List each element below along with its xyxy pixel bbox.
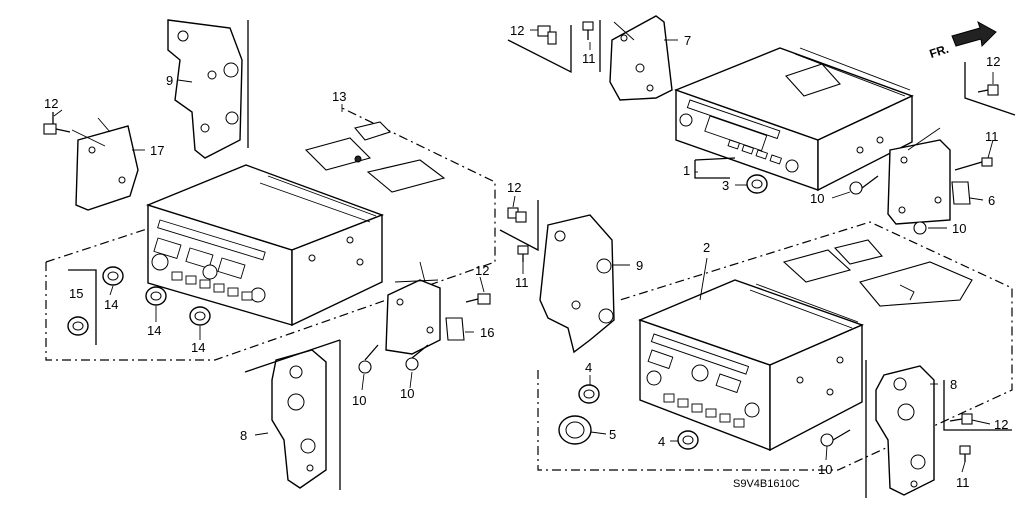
knob-14-a — [102, 266, 124, 286]
callout-14-b: 14 — [147, 323, 161, 338]
knob-5 — [558, 415, 592, 445]
screw-12-left-lower — [465, 293, 491, 305]
callout-4-a: 4 — [585, 360, 592, 375]
callout-9-left: 9 — [166, 73, 173, 88]
callout-9-right: 9 — [636, 258, 643, 273]
screw-12-mid — [499, 200, 539, 252]
drawing-code: S9V4B1610C — [733, 478, 800, 490]
knob-15 — [67, 269, 97, 345]
screw-11-right-bottom — [959, 445, 971, 462]
callout-10-left-b: 10 — [400, 386, 414, 401]
front-direction-arrow — [951, 20, 997, 48]
knob-14-c — [189, 306, 211, 326]
callout-10-left-a: 10 — [352, 393, 366, 408]
screw-10-right-b — [913, 221, 927, 235]
leader-lines — [53, 29, 994, 473]
fr-label: FR. — [928, 42, 951, 61]
callout-2: 2 — [703, 240, 710, 255]
screw-10-right-a — [849, 175, 879, 195]
screw-10-right-c — [820, 429, 851, 447]
callout-13: 13 — [332, 89, 346, 104]
callout-11-right-a: 11 — [985, 129, 999, 144]
bracket-8-left — [244, 339, 341, 490]
callout-11-right-bottom: 11 — [956, 475, 970, 490]
bracket-8-right — [865, 360, 1012, 498]
callout-10-right-c: 10 — [818, 462, 832, 477]
screw-11-mid — [517, 245, 529, 262]
top-border-lines — [507, 20, 601, 74]
callout-5: 5 — [609, 427, 616, 442]
radio-2-buttons — [663, 393, 745, 428]
callout-labels: 9 12 17 13 15 14 14 14 12 16 10 10 8 12 … — [44, 23, 1008, 490]
callout-14-a: 14 — [104, 297, 118, 312]
callout-11-mid: 11 — [515, 275, 529, 290]
callout-1: 1 — [683, 163, 690, 178]
knob-3 — [746, 174, 768, 194]
callout-12-mid: 12 — [507, 180, 521, 195]
callout-8-right: 8 — [950, 377, 957, 392]
callout-4-b: 4 — [658, 434, 665, 449]
callout-8-left: 8 — [240, 428, 247, 443]
bracket-17 — [71, 117, 139, 211]
callout-10-right-b: 10 — [952, 221, 966, 236]
screw-10-left-a — [358, 344, 379, 374]
radio-1-buttons — [727, 139, 783, 165]
callout-12-left-lower: 12 — [475, 263, 489, 278]
callout-16: 16 — [480, 325, 494, 340]
radio-unit-2 — [638, 279, 864, 452]
knob-14-b — [145, 286, 167, 306]
callout-12-left: 12 — [44, 96, 58, 111]
knob-4-a — [578, 384, 600, 404]
callout-11-top: 11 — [582, 51, 596, 66]
callout-1-bracket — [694, 157, 736, 179]
bracket-9-right — [539, 214, 615, 354]
knob-4-b — [677, 430, 699, 450]
bracket-16 — [385, 261, 465, 355]
screw-11-right-a — [954, 157, 993, 171]
callout-6: 6 — [988, 193, 995, 208]
radio-unit-13 — [145, 164, 384, 327]
screw-11-top — [582, 21, 594, 40]
screw-12-left — [43, 112, 71, 135]
callout-15: 15 — [69, 286, 83, 301]
screw-12-top — [537, 25, 557, 45]
callout-12-right-bottom: 12 — [994, 417, 1008, 432]
screw-12-right-bottom — [949, 413, 973, 425]
callout-14-c: 14 — [191, 340, 205, 355]
bracket-7 — [609, 15, 673, 101]
left-assembly-outline — [45, 107, 496, 361]
callout-12-top: 12 — [510, 23, 524, 38]
screw-10-left-b — [405, 344, 429, 371]
bracket-9-left — [167, 19, 249, 159]
label-stickers-2 — [782, 239, 973, 307]
radio-13-buttons — [171, 271, 253, 301]
callout-3: 3 — [722, 178, 729, 193]
label-stickers-13 — [304, 121, 446, 193]
screw-12-right-top — [964, 62, 1016, 116]
radio-unit-1 — [674, 47, 914, 192]
callout-12-right-top: 12 — [986, 54, 1000, 69]
callout-7: 7 — [684, 33, 691, 48]
callout-17: 17 — [150, 143, 164, 158]
callout-10-right-a: 10 — [810, 191, 824, 206]
bracket-6 — [887, 127, 971, 225]
right-assembly-outline — [537, 221, 1013, 471]
